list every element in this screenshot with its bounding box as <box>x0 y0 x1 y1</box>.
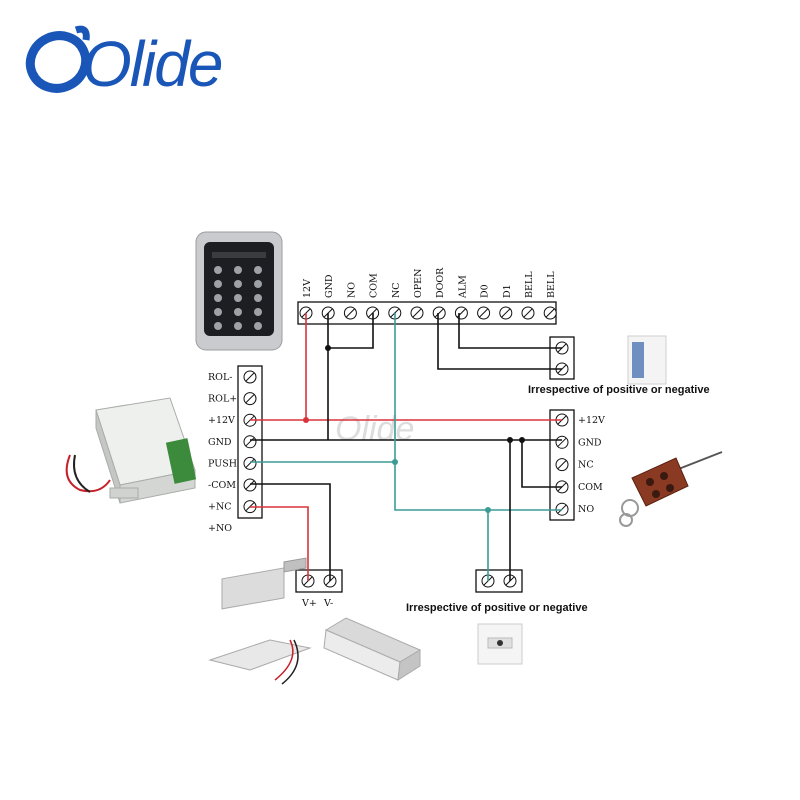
wire-black-rcv-com <box>521 440 562 488</box>
receiver-screw-1-slot <box>557 437 567 447</box>
receiver-label-3: COM <box>578 482 603 493</box>
controller-screw-9-slot <box>501 308 511 318</box>
power-label-5: -COM <box>208 480 236 491</box>
power-label-0: ROL- <box>208 372 232 383</box>
lock-label-vplus: V+ <box>301 598 317 609</box>
brand-logo: Olide <box>20 18 230 108</box>
controller-screw-6-slot <box>434 308 444 318</box>
power-screw-5-slot <box>245 480 255 490</box>
receiver-label-2: NC <box>578 460 594 471</box>
power-label-2: +12V <box>208 415 235 426</box>
bolt-lock-icon <box>208 557 312 685</box>
remote-key-icon <box>619 451 723 527</box>
power-screw-3-slot <box>245 437 255 447</box>
magnetic-lock-icon <box>323 617 422 681</box>
power-label-1: ROL+ <box>208 394 237 405</box>
power-label-3: GND <box>208 437 232 448</box>
controller-label-5: OPEN <box>413 269 424 298</box>
controller-terminal-block <box>297 301 557 325</box>
logo-ring-icon <box>25 25 91 93</box>
controller-screw-11-slot <box>545 308 555 318</box>
junction-dots <box>303 345 525 513</box>
power-screw-4-slot <box>245 459 255 468</box>
controller-label-0: 12V <box>302 279 313 298</box>
lock-label-vminus: V- <box>323 598 333 609</box>
wire-teal-nc <box>394 313 562 511</box>
controller-label-1: GND <box>324 274 335 298</box>
receiver-label-4: NO <box>578 504 594 515</box>
controller-label-8: D0 <box>480 284 491 298</box>
controller-terminals: 12V GND NO COM NC OPEN DOOR ALM D0 D1 BELL BELL <box>299 267 557 320</box>
power-screw-0-slot <box>245 372 255 382</box>
controller-screw-2-slot <box>346 308 355 318</box>
controller-screw-5-slot <box>412 308 422 318</box>
wire-black-com-lock <box>250 483 331 581</box>
controller-screw-10-slot <box>523 308 533 318</box>
power-screw-1-slot <box>245 394 255 403</box>
wire-red-nc-lock <box>250 506 309 581</box>
exit-button-icon <box>477 623 523 665</box>
receiver-label-1: GND <box>578 437 602 448</box>
door-sensor-icon <box>627 335 667 385</box>
power-label-6: +NC <box>208 502 232 513</box>
receiver-label-0: +12V <box>578 415 605 426</box>
power-supply-icon <box>65 397 197 504</box>
wire-black-door <box>437 313 562 370</box>
controller-label-3: COM <box>369 273 380 298</box>
power-label-4: PUSH <box>208 458 237 469</box>
controller-label-7: ALM <box>457 275 468 299</box>
controller-label-11: BELL <box>546 271 557 298</box>
controller-label-4: NC <box>391 282 402 298</box>
alarm-note: Irrespective of positive or negative <box>528 384 710 396</box>
exit-note: Irrespective of positive or negative <box>406 602 588 614</box>
power-label-7: +NO <box>208 523 232 534</box>
controller-screw-8-slot <box>479 308 488 318</box>
wire-black-alm <box>458 313 562 349</box>
receiver-terminals: +12V GND NC COM NO <box>555 413 605 516</box>
controller-label-10: BELL <box>524 271 535 298</box>
logo-text: Olide <box>82 28 223 100</box>
keypad-icon <box>195 231 283 351</box>
wire-black-com-link <box>328 313 374 349</box>
controller-label-9: D1 <box>502 284 513 298</box>
controller-label-6: DOOR <box>435 267 446 298</box>
watermark: Olide <box>335 410 414 448</box>
receiver-screw-2-slot <box>557 460 567 469</box>
controller-label-2: NO <box>346 282 357 298</box>
